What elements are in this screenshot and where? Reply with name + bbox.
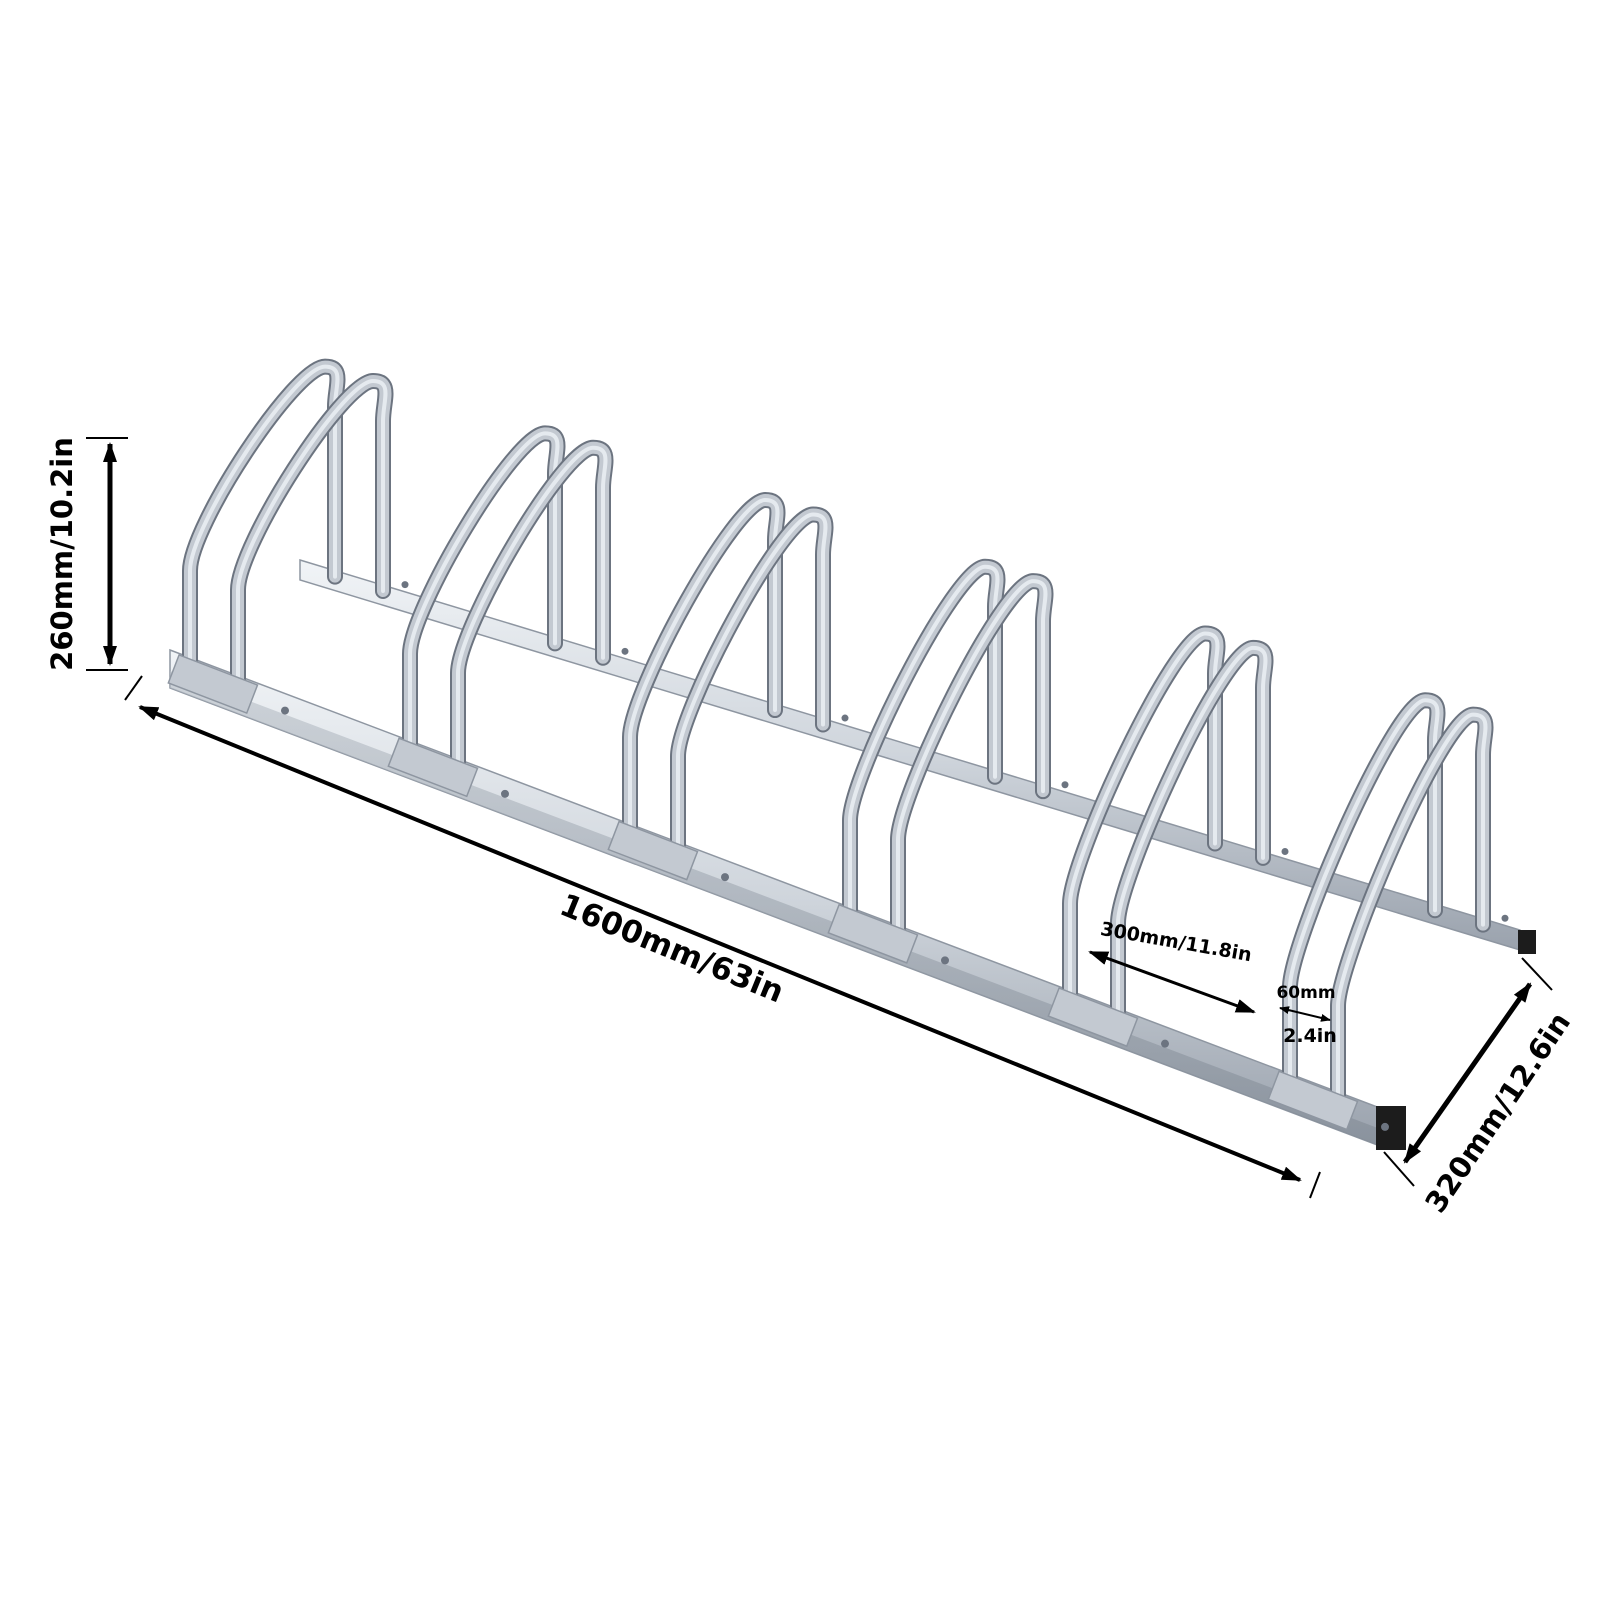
bolt-hole-back-4 [1061, 781, 1069, 789]
bolt-hole-front-5 [1161, 1039, 1169, 1048]
bolt-hole-back-2 [621, 647, 629, 655]
hoop-1-1-highlight [188, 364, 340, 668]
tube-gap-in-label: 2.4in [1283, 1025, 1337, 1047]
hoop-3-1-highlight [628, 498, 780, 835]
height-dimension: 260mm/10.2in [45, 437, 128, 671]
tube-gap-arrow [1279, 1006, 1331, 1022]
bolt-hole-back-1 [401, 581, 409, 589]
height-label: 260mm/10.2in [45, 437, 79, 671]
bracket-front-1 [167, 653, 259, 715]
hoop-1-2-highlight [236, 379, 388, 687]
bolt-hole-front-2 [501, 789, 509, 798]
bolt-hole-back-5 [1281, 848, 1289, 855]
hoop-2-2-highlight [456, 445, 608, 771]
bolt-hole-back-6 [1501, 914, 1509, 922]
front-rail-shade [170, 670, 1380, 1146]
bolt-hole-front-1 [281, 706, 289, 715]
tube-gap-dimension: 60mm 2.4in [1276, 983, 1336, 1047]
bolt-hole-front-3 [721, 873, 729, 882]
hoop-2-1-highlight [408, 431, 560, 751]
width-dimension: 320mm/12.6in [1383, 957, 1577, 1219]
spacing-arrow [1088, 950, 1256, 1014]
front-rail-end-cap [1376, 1106, 1406, 1150]
tube-gap-mm-label: 60mm [1276, 983, 1335, 1003]
bolt-hole-front-4 [941, 956, 949, 965]
width-arrow [1402, 982, 1533, 1164]
length-arrow [138, 705, 1302, 1182]
bolt-hole-back-3 [841, 714, 849, 722]
hoop-4-2 [892, 575, 1052, 941]
back-rail-end-cap [1518, 930, 1536, 954]
hoop-6-2-highlight [1336, 712, 1488, 1104]
bolt-hole-front-6 [1381, 1122, 1389, 1131]
